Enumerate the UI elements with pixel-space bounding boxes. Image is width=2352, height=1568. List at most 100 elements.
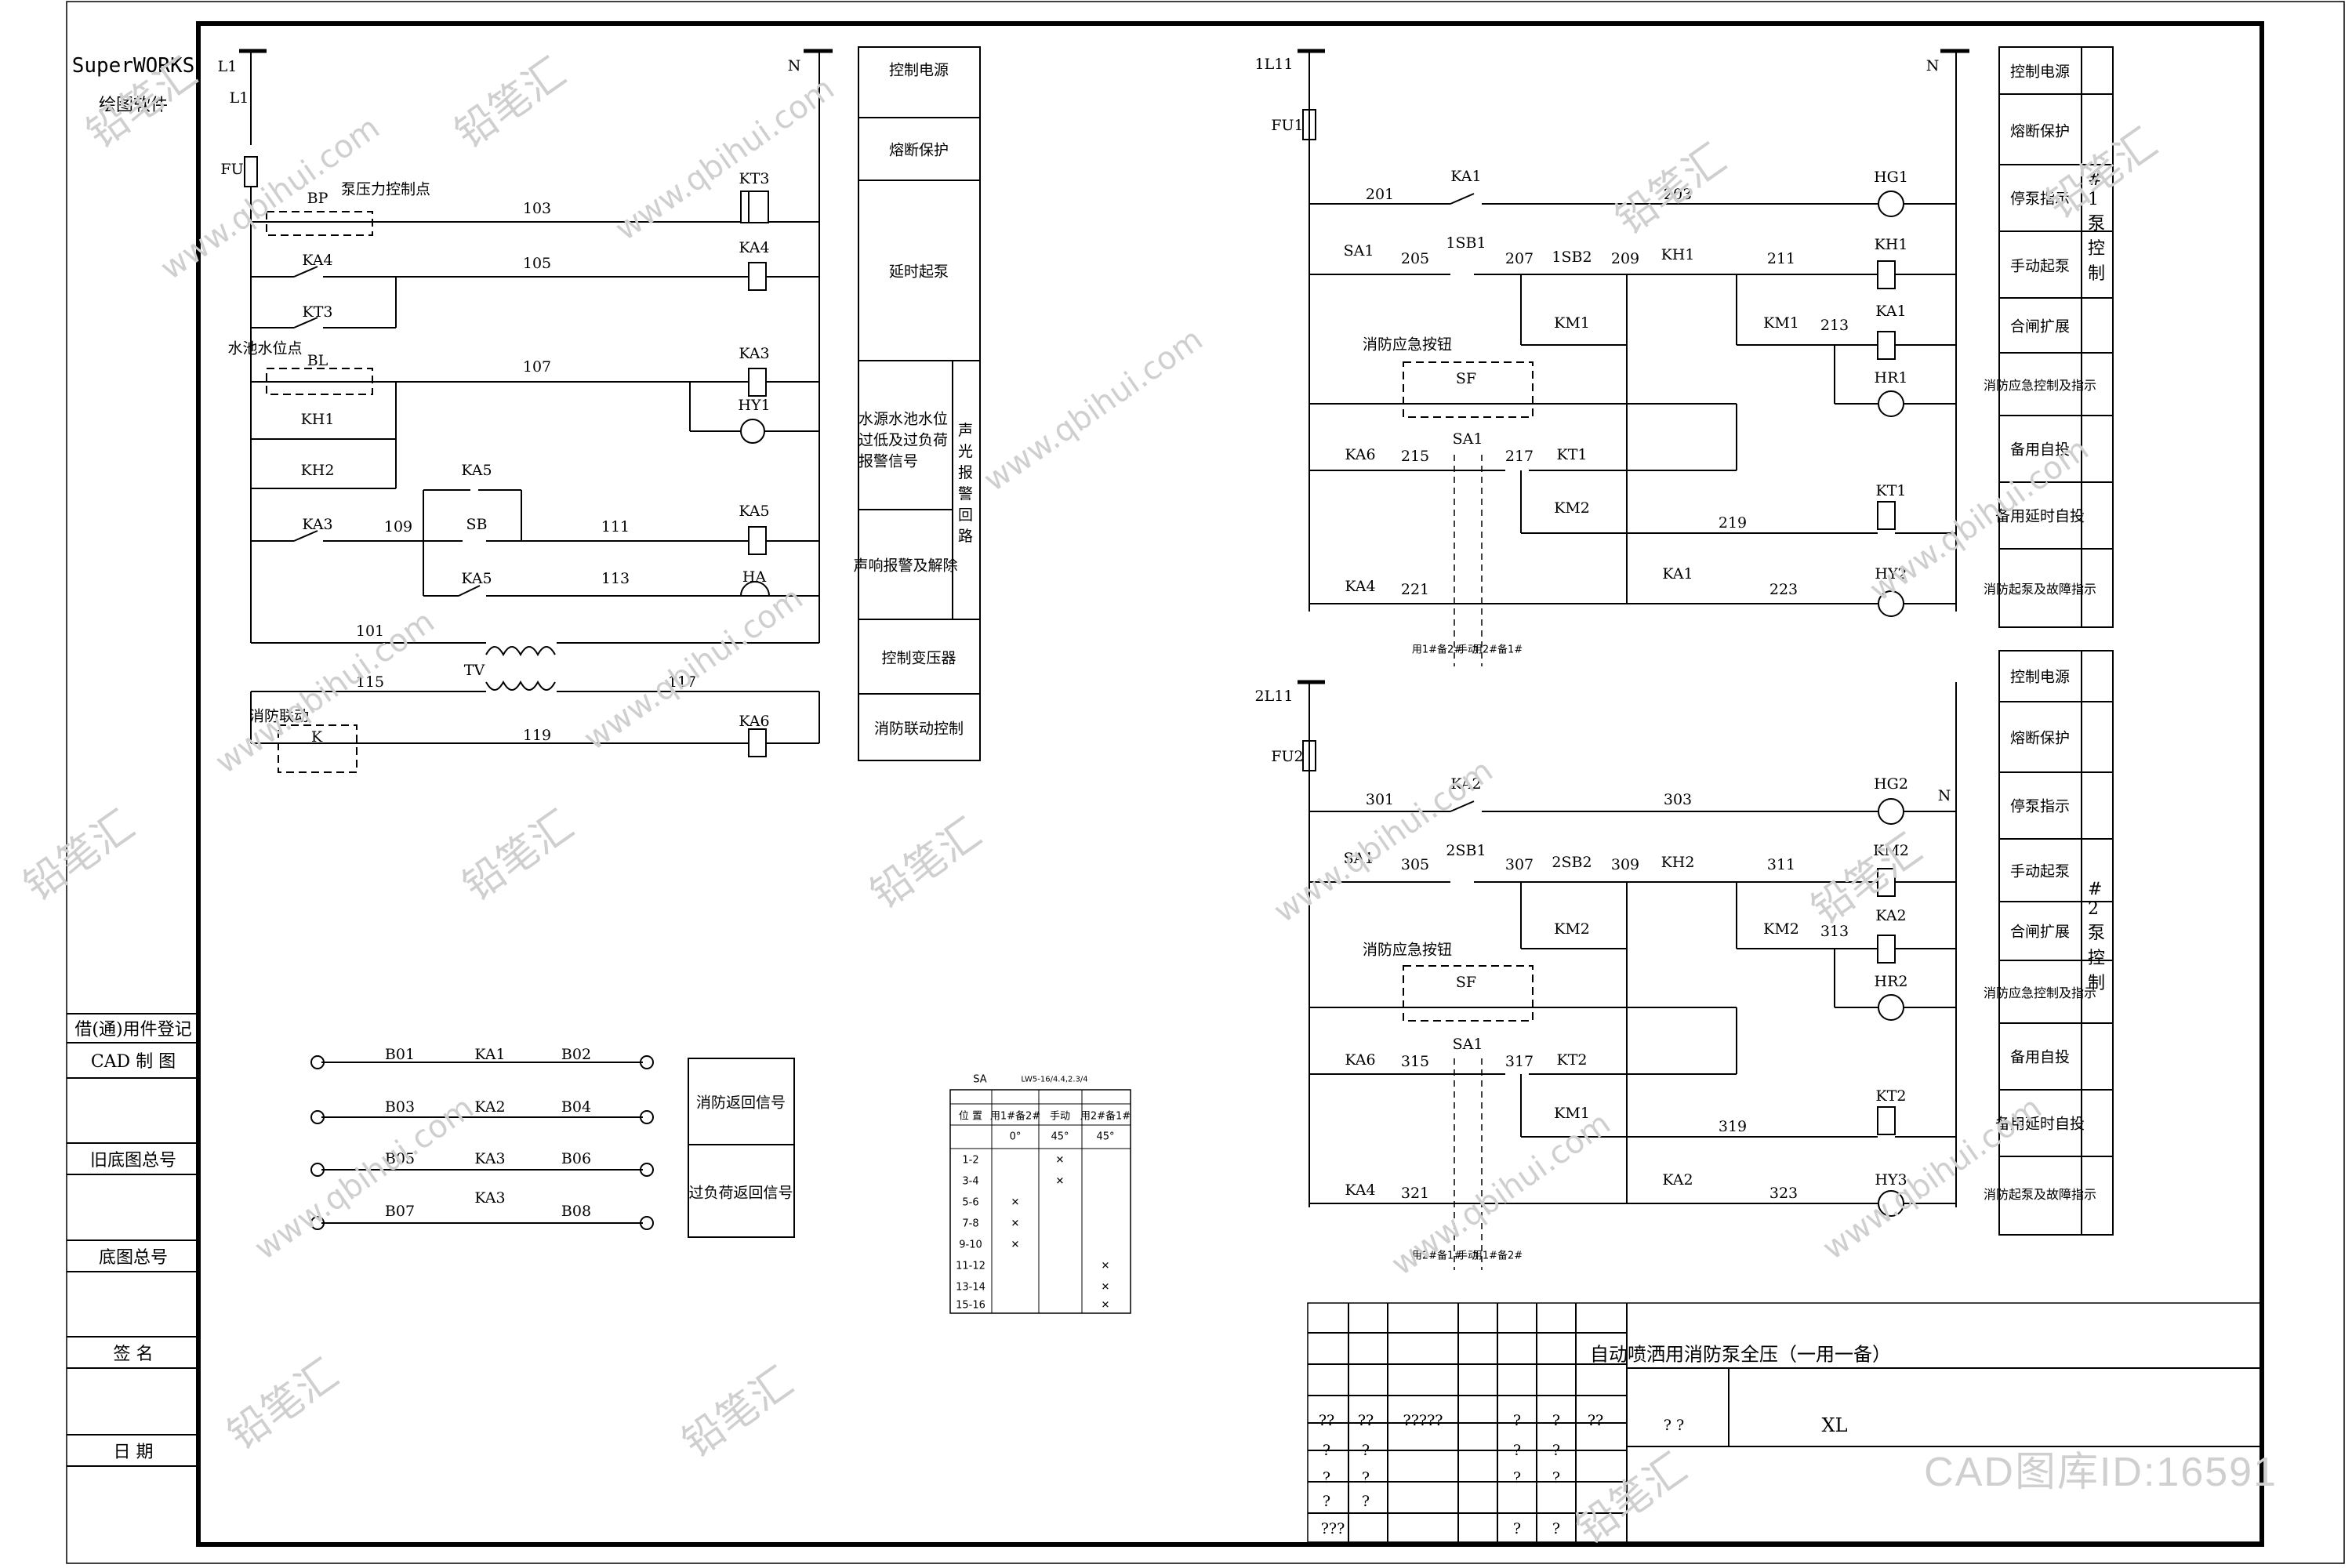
- p1-col-7: 备用延时自投: [1994, 507, 2085, 525]
- p2-w313: 313: [1820, 923, 1849, 940]
- sidebar-item-sign: 签 名: [113, 1345, 154, 1364]
- p2-hy3: HY3: [1875, 1171, 1907, 1189]
- label-kh2: KH2: [300, 462, 335, 479]
- p2-col-8: 消防起泵及故障指示: [1983, 1187, 2097, 1202]
- outer-frame: [66, 1, 2345, 1564]
- label-kh1: KH1: [300, 411, 335, 428]
- label-bl-desc: 水池水位点: [227, 339, 303, 358]
- p2-sa1: SA1: [1343, 850, 1374, 867]
- label-ka3b: KA3: [302, 516, 333, 533]
- p2-ka4: KA4: [1345, 1181, 1376, 1199]
- p1-km1: KM1: [1554, 314, 1590, 332]
- p1-w209: 209: [1610, 250, 1640, 267]
- sa-mark: ✕: [1101, 1281, 1110, 1294]
- p1-w205: 205: [1400, 250, 1430, 267]
- p1-ka4: KA4: [1345, 578, 1376, 595]
- sa-h3: 用2#备1#: [1080, 1110, 1131, 1123]
- p1-hg1: HG1: [1874, 169, 1908, 186]
- p1-mode-m: 手动: [1457, 644, 1479, 656]
- tb-mark-4: ?: [1552, 1412, 1561, 1429]
- p1-side: #1泵控制: [2088, 170, 2106, 284]
- p1-km1b: KM1: [1763, 314, 1799, 332]
- sa-h1: 用1#备2#: [989, 1110, 1041, 1123]
- sa-a3: 45°: [1096, 1131, 1115, 1143]
- p2-kt2c: KT2: [1875, 1087, 1907, 1105]
- sa-h0: 位 置: [958, 1110, 983, 1123]
- p2-col-0: 控制电源: [2009, 668, 2071, 686]
- p1-w207: 207: [1504, 250, 1534, 267]
- label-bl: BL: [307, 352, 328, 369]
- title-q2: ? ?: [1663, 1417, 1685, 1434]
- p2-w319: 319: [1718, 1118, 1748, 1135]
- p2-col-7: 备用延时自投: [1994, 1115, 2085, 1133]
- drawing-title: 自动喷洒用消防泵全压（一用一备）: [1590, 1343, 1891, 1366]
- wire-103: 103: [522, 200, 552, 217]
- wire-113: 113: [601, 570, 630, 587]
- p2-w303: 303: [1663, 791, 1693, 808]
- sidebar-item-old-number: 旧底图总号: [89, 1151, 177, 1171]
- wire-b02: B02: [561, 1046, 592, 1063]
- tb-mark-15: ?: [1552, 1469, 1561, 1486]
- sa-h2: 手动: [1049, 1110, 1071, 1123]
- sidebar-item-base-number: 底图总号: [98, 1248, 169, 1268]
- p1-sa1b: SA1: [1452, 430, 1483, 448]
- watermark-id: CAD图库ID:16591: [1924, 1450, 2278, 1495]
- wire-109: 109: [383, 518, 413, 535]
- wire-b05: B05: [384, 1150, 416, 1167]
- wire-b01: B01: [384, 1046, 416, 1063]
- p2-km1: KM1: [1554, 1105, 1590, 1122]
- sa-mark: ✕: [1011, 1218, 1020, 1230]
- relay-ka1: KA1: [474, 1046, 506, 1063]
- col-light-alarm: 声光报警回路: [958, 422, 974, 545]
- label-fu: FU: [220, 161, 244, 178]
- label-tv: TV: [463, 662, 485, 679]
- p1-sa1: SA1: [1343, 242, 1374, 260]
- tb-mark-10: ?: [1322, 1493, 1331, 1510]
- tb-mark-17: ?: [1512, 1520, 1522, 1537]
- p1-kt1: KT1: [1556, 446, 1588, 463]
- tb-mark-5: ??: [1587, 1412, 1604, 1429]
- p2-w309: 309: [1610, 856, 1640, 873]
- col-fuse: 熔断保护: [888, 141, 949, 159]
- label-ka4: KA4: [302, 252, 333, 269]
- wire-b03: B03: [384, 1098, 416, 1116]
- p1-kh1: KH1: [1661, 246, 1695, 263]
- p1-w215: 215: [1400, 448, 1430, 465]
- p2-kh2: KH2: [1661, 854, 1695, 871]
- sa-row-3: 5-6: [962, 1196, 979, 1209]
- p2-ka2c: KA2: [1875, 907, 1907, 924]
- inner-frame: [196, 21, 2264, 1547]
- wire-107: 107: [522, 358, 552, 376]
- p2-w323: 323: [1769, 1185, 1798, 1202]
- p2-hg2: HG2: [1874, 775, 1908, 793]
- label-n: N: [787, 57, 801, 74]
- p1-lk: 1L11: [1254, 56, 1294, 73]
- p1-sb2: 1SB2: [1552, 249, 1592, 266]
- wire-105: 105: [522, 255, 552, 272]
- p2-w305: 305: [1400, 856, 1430, 873]
- col-control-power: 控制电源: [888, 61, 949, 79]
- software-subtitle: 绘图软件: [98, 96, 169, 115]
- sa-row-4: 7-8: [962, 1218, 979, 1230]
- p1-sf-desc: 消防应急按钮: [1362, 336, 1453, 354]
- p2-col-5: 消防应急控制及指示: [1983, 985, 2097, 1000]
- tb-mark-12: ?: [1512, 1442, 1522, 1459]
- col-fire-link: 消防联动控制: [873, 720, 964, 738]
- p2-mode-b: 用1#备2#: [1472, 1250, 1523, 1262]
- p1-w203: 203: [1663, 186, 1693, 203]
- wire-b04: B04: [561, 1098, 592, 1116]
- col-transformer: 控制变压器: [881, 649, 956, 667]
- p2-km2b: KM2: [1763, 920, 1799, 938]
- wire-101: 101: [355, 622, 385, 640]
- p1-hr1: HR1: [1874, 369, 1908, 387]
- p2-n: N: [1937, 787, 1951, 804]
- wire-117: 117: [667, 673, 697, 691]
- sa-a1: 45°: [1051, 1131, 1069, 1143]
- tb-mark-18: ?: [1552, 1520, 1561, 1537]
- wire-b07: B07: [384, 1203, 416, 1220]
- p1-col-4: 合闸扩展: [2009, 318, 2071, 336]
- tb-mark-2: ?????: [1403, 1412, 1443, 1429]
- wire-b06: B06: [561, 1150, 592, 1167]
- label-hy1: HY1: [738, 397, 771, 414]
- tb-mark-13: ?: [1552, 1442, 1561, 1459]
